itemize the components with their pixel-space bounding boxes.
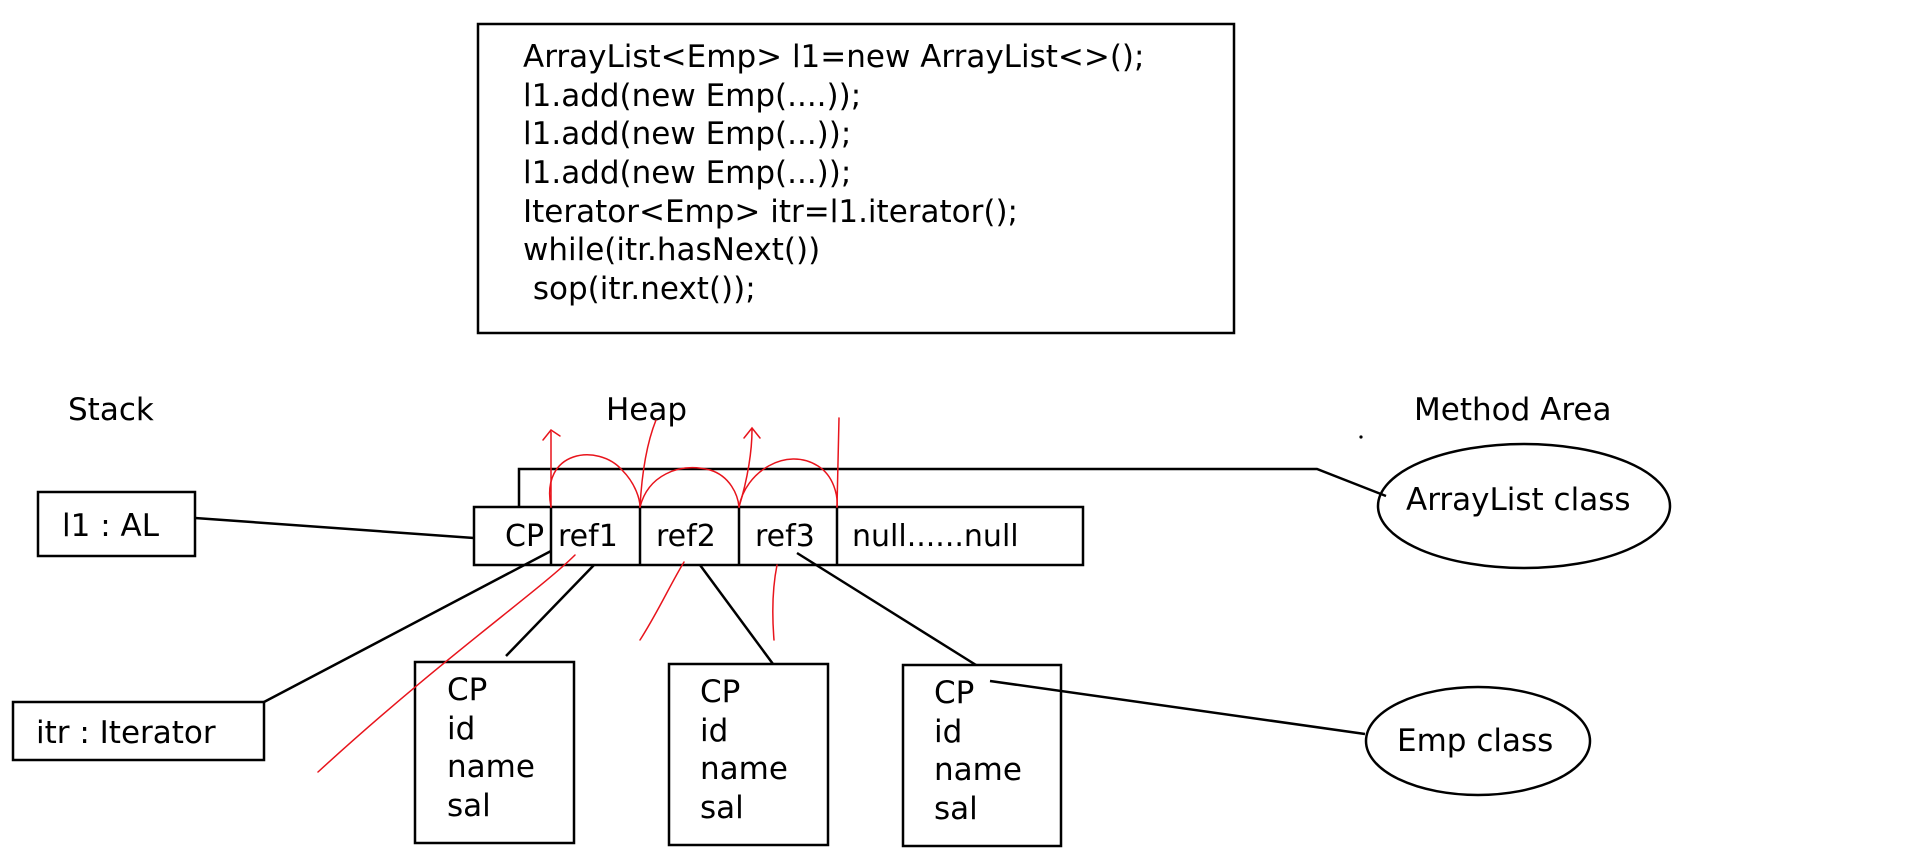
connectors [194,467,1387,736]
stack-var-l1-box [36,490,197,558]
emp-field-id: id [447,711,475,747]
stack-var-l1: l1 : AL [36,490,197,558]
emp-field-name: name [447,749,535,785]
emp-class-ellipse [1364,685,1592,797]
emp-object-2: CP id name sal [667,662,830,847]
cursor-arc-2 [639,467,740,508]
emp-field-cp: CP [447,672,487,708]
arraylist-class-ellipse [1376,442,1672,570]
emp-class: Emp class [1364,685,1592,797]
code-block: ArrayList<Emp> l1=new ArrayList<>(); l1.… [476,22,1236,335]
method-area-heading: Method Area [1414,392,1611,428]
stack-var-l1-label: l1 : AL [62,508,160,544]
emp-field-sal: sal [934,791,978,827]
emp-cp-to-emp-class-line [989,679,1366,736]
cursor-arrow-2 [738,426,761,508]
arraylist-cell-null: null......null [852,519,1019,554]
emp-object-box [901,663,1063,848]
red-annotations [317,417,840,773]
code-line: l1.add(new Emp(...)); [523,155,851,191]
code-line: l1.add(new Emp(....)); [523,78,861,114]
ref1-to-emp1-line [505,564,595,657]
emp-field-id: id [934,714,962,750]
emp-object-3: CP id name sal [901,663,1063,848]
arraylist-object: CP ref1 ref2 ref3 null......null [472,505,1085,567]
stray-dot [1359,435,1363,439]
arraylist-cell-ref1: ref1 [558,519,618,554]
emp-field-name: name [700,751,788,787]
emp-field-id: id [700,713,728,749]
emp-field-sal: sal [447,788,491,824]
emp-object-1: CP id name sal [413,660,576,845]
emp-field-cp: CP [700,674,740,710]
arraylist-cell-cp: CP [505,519,544,554]
cursor-stroke-ref2 [639,561,685,641]
cp-to-arraylist-class-line [517,467,1387,507]
cursor-curve-heap [639,419,657,508]
emp-field-sal: sal [700,790,744,826]
arraylist-object-box [472,505,1085,567]
arraylist-class: ArrayList class [1376,442,1672,570]
cursor-arc-1 [548,454,641,508]
arraylist-cell-ref2: ref2 [656,519,716,554]
stack-heading: Stack [68,392,154,428]
code-line: ArrayList<Emp> l1=new ArrayList<>(); [523,39,1144,75]
heap-heading: Heap [606,392,687,428]
cursor-stroke-ref3 [772,564,778,641]
l1-to-arraylist-line [194,516,475,540]
ref2-to-emp2-line [698,564,775,665]
emp-class-label: Emp class [1397,723,1553,759]
emp-field-cp: CP [934,675,974,711]
arraylist-cell-ref3: ref3 [755,519,815,554]
arraylist-class-label: ArrayList class [1406,482,1631,518]
ref3-to-emp3-line [796,551,977,667]
code-box [476,22,1236,335]
code-line: l1.add(new Emp(...)); [523,116,851,152]
code-line: while(itr.hasNext()) [523,232,820,268]
code-line: Iterator<Emp> itr=l1.iterator(); [523,194,1018,230]
stack-var-itr-label: itr : Iterator [36,715,216,751]
cursor-vertical-line [836,417,840,508]
itr-to-arraylist-line [263,549,552,704]
stack-var-itr-box [11,700,266,762]
code-line: sop(itr.next()); [523,271,756,307]
emp-field-name: name [934,752,1022,788]
cursor-arc-3 [738,458,838,508]
emp-object-box [667,662,830,847]
cursor-start-stroke [317,554,576,773]
cursor-arrow-1 [542,428,561,508]
stack-var-itr: itr : Iterator [11,700,266,762]
emp-object-box [413,660,576,845]
